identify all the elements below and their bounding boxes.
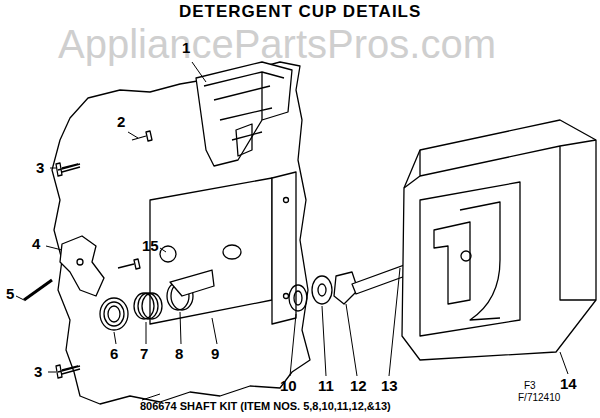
- screw: [56, 163, 80, 176]
- callout-number: 10: [280, 378, 297, 395]
- watermark: AppliancePartsPros.com: [58, 22, 496, 66]
- kit-note: 806674 SHAFT KIT (ITEM NOS. 5,8,10,11,12…: [140, 400, 391, 412]
- diagram-title: DETERGENT CUP DETAILS: [179, 3, 421, 22]
- washer: [312, 276, 332, 304]
- callout-number: 1: [182, 40, 190, 57]
- callout-number: 3: [34, 364, 42, 381]
- washer: [289, 285, 307, 311]
- figure-code: F3: [524, 380, 536, 391]
- pin: [24, 280, 52, 300]
- detergent-cup: [402, 120, 596, 360]
- callout-number: 9: [211, 346, 219, 363]
- callout-number: 7: [140, 346, 148, 363]
- springs: [100, 270, 214, 330]
- figure-code: F/712410: [518, 392, 560, 403]
- callout-number: 15: [142, 238, 159, 255]
- callout-number: 8: [175, 346, 183, 363]
- callout-number: 5: [6, 286, 14, 303]
- callout-number: 4: [32, 236, 40, 253]
- callout-number: 6: [110, 346, 118, 363]
- tub-wall: [52, 62, 310, 404]
- callout-number: 2: [117, 114, 125, 131]
- mounting-plate: [150, 178, 272, 324]
- callout-number: 13: [381, 378, 398, 395]
- dispenser-housing: [196, 62, 292, 166]
- callout-number: 11: [318, 378, 334, 395]
- screw: [56, 365, 80, 378]
- lever: [60, 236, 104, 296]
- callout-number: 3: [36, 160, 44, 177]
- callout-number: 14: [560, 376, 577, 393]
- callout-number: 12: [350, 378, 367, 395]
